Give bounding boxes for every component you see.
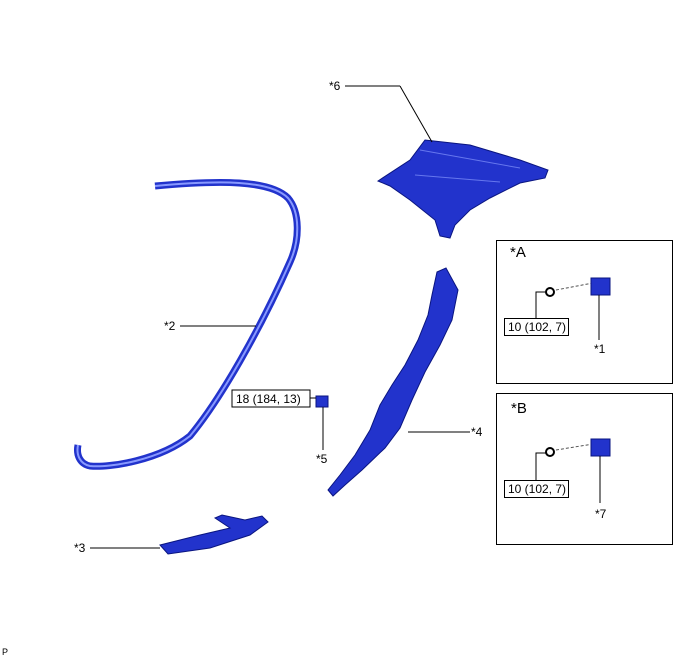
bolt-icon bbox=[545, 287, 555, 297]
detail-b-label: *B bbox=[511, 400, 527, 417]
callout-4: *4 bbox=[471, 425, 483, 439]
clip-part5 bbox=[315, 395, 329, 408]
torque-value-b: 10 (102, 7) bbox=[508, 482, 566, 496]
upper-trim-panel-part6 bbox=[376, 139, 549, 239]
callout-1: *1 bbox=[594, 342, 606, 356]
detail-a-label: *A bbox=[510, 244, 526, 261]
torque-value-a: 10 (102, 7) bbox=[508, 320, 566, 334]
fastener-part1 bbox=[590, 277, 611, 296]
weatherstrip-part2 bbox=[74, 178, 301, 470]
install-direction-line bbox=[555, 443, 594, 451]
callout-2: *2 bbox=[164, 319, 176, 333]
torque-leader-b bbox=[535, 452, 546, 480]
footer-code: P bbox=[2, 647, 8, 657]
callout-3: *3 bbox=[74, 541, 86, 555]
leader-line-6b bbox=[399, 85, 433, 143]
fastener-part7 bbox=[590, 438, 611, 457]
install-direction-line bbox=[555, 282, 594, 291]
callout-7: *7 bbox=[595, 507, 607, 521]
pillar-garnish-part4 bbox=[327, 267, 459, 497]
detail-box-a: *A 10 (102, 7) *1 bbox=[496, 240, 673, 384]
torque-box-a bbox=[504, 318, 569, 336]
torque-value-5: 18 (184, 13) bbox=[236, 392, 301, 406]
bolt-icon bbox=[545, 447, 555, 457]
detail-box-b: *B 10 (102, 7) *7 bbox=[496, 393, 673, 545]
torque-box-b bbox=[504, 480, 569, 498]
callout-6: *6 bbox=[329, 79, 341, 93]
lower-trim-part3 bbox=[159, 514, 269, 555]
callout-5: *5 bbox=[316, 452, 328, 466]
torque-leader-a bbox=[535, 291, 546, 318]
